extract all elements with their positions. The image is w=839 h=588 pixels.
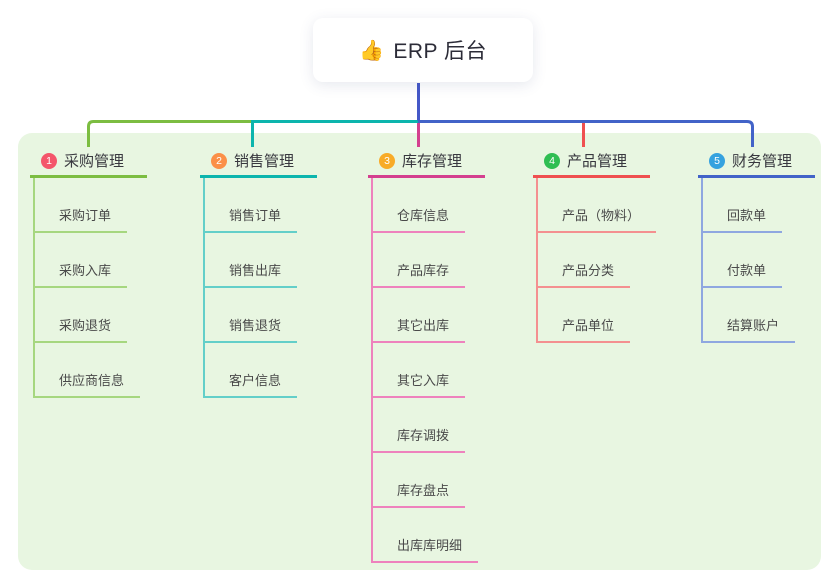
branch-label: 财务管理 bbox=[732, 153, 793, 170]
branch-number-badge: 1 bbox=[41, 152, 57, 169]
branch-header[interactable]: 5 财务管理 bbox=[698, 147, 815, 178]
branch-children: 产品（物料） 产品分类产品单位 bbox=[536, 178, 657, 343]
branch-label: 产品管理 bbox=[567, 153, 628, 170]
child-label: 客户信息 bbox=[229, 373, 282, 388]
child-label: 销售出库 bbox=[229, 263, 282, 278]
child-label: 供应商信息 bbox=[59, 373, 125, 388]
branch-label: 销售管理 bbox=[234, 153, 295, 170]
child-item[interactable]: 销售出库 bbox=[205, 233, 298, 288]
child-item[interactable]: 客户信息 bbox=[205, 343, 298, 398]
mindmap-panel bbox=[18, 133, 821, 570]
child-item[interactable]: 产品库存 bbox=[373, 233, 466, 288]
branch-children: 销售订单销售出库销售退货客户信息 bbox=[203, 178, 298, 398]
child-item[interactable]: 采购退货 bbox=[35, 288, 128, 343]
child-label: 其它入库 bbox=[397, 373, 450, 388]
child-item[interactable]: 其它入库 bbox=[373, 343, 466, 398]
branch-header[interactable]: 4 产品管理 bbox=[533, 147, 650, 178]
branch-header[interactable]: 1 采购管理 bbox=[30, 147, 147, 178]
branch-label: 库存管理 bbox=[402, 153, 463, 170]
child-label: 产品分类 bbox=[562, 263, 615, 278]
child-label: 产品单位 bbox=[562, 318, 615, 333]
root-label: ERP 后台 bbox=[393, 40, 488, 63]
child-label: 其它出库 bbox=[397, 318, 450, 333]
child-label: 销售退货 bbox=[229, 318, 282, 333]
child-item[interactable]: 仓库信息 bbox=[373, 178, 466, 233]
child-label: 销售订单 bbox=[229, 208, 282, 223]
child-label: 库存盘点 bbox=[397, 483, 450, 498]
child-label: 出库库明细 bbox=[397, 538, 463, 553]
child-item[interactable]: 其它出库 bbox=[373, 288, 466, 343]
child-label: 付款单 bbox=[727, 263, 767, 278]
child-item[interactable]: 销售订单 bbox=[205, 178, 298, 233]
child-item[interactable]: 采购订单 bbox=[35, 178, 128, 233]
child-label: 采购入库 bbox=[59, 263, 112, 278]
branch-number-badge: 2 bbox=[211, 152, 227, 169]
child-item[interactable]: 采购入库 bbox=[35, 233, 128, 288]
child-item[interactable]: 产品分类 bbox=[538, 233, 631, 288]
branch-number-badge: 4 bbox=[544, 152, 560, 169]
child-label: 采购退货 bbox=[59, 318, 112, 333]
child-label: 库存调拨 bbox=[397, 428, 450, 443]
branch-header[interactable]: 2 销售管理 bbox=[200, 147, 317, 178]
branch-number-badge: 3 bbox=[379, 152, 395, 169]
branch-number-badge: 5 bbox=[709, 152, 725, 169]
child-item[interactable]: 回款单 bbox=[703, 178, 783, 233]
child-item[interactable]: 结算账户 bbox=[703, 288, 796, 343]
child-item[interactable]: 产品（物料） bbox=[538, 178, 657, 233]
branch-header[interactable]: 3 库存管理 bbox=[368, 147, 485, 178]
child-label: 回款单 bbox=[727, 208, 767, 223]
child-label: 产品库存 bbox=[397, 263, 450, 278]
root-node[interactable]: 👍 ERP 后台 bbox=[313, 18, 533, 82]
child-item[interactable]: 库存调拨 bbox=[373, 398, 466, 453]
child-label: 结算账户 bbox=[727, 318, 780, 333]
child-item[interactable]: 销售退货 bbox=[205, 288, 298, 343]
child-item[interactable]: 产品单位 bbox=[538, 288, 631, 343]
branch-children: 仓库信息产品库存其它出库其它入库库存调拨库存盘点出库库明细 bbox=[371, 178, 479, 563]
child-item[interactable]: 付款单 bbox=[703, 233, 783, 288]
branch-children: 采购订单采购入库采购退货供应商信息 bbox=[33, 178, 141, 398]
child-item[interactable]: 库存盘点 bbox=[373, 453, 466, 508]
child-label: 产品（物料） bbox=[562, 208, 641, 223]
branch-children: 回款单付款单结算账户 bbox=[701, 178, 796, 343]
child-item[interactable]: 供应商信息 bbox=[35, 343, 141, 398]
child-label: 采购订单 bbox=[59, 208, 112, 223]
child-item[interactable]: 出库库明细 bbox=[373, 508, 479, 563]
branch-label: 采购管理 bbox=[64, 153, 125, 170]
child-label: 仓库信息 bbox=[397, 208, 450, 223]
thumbs-up-icon: 👍 bbox=[358, 39, 385, 62]
